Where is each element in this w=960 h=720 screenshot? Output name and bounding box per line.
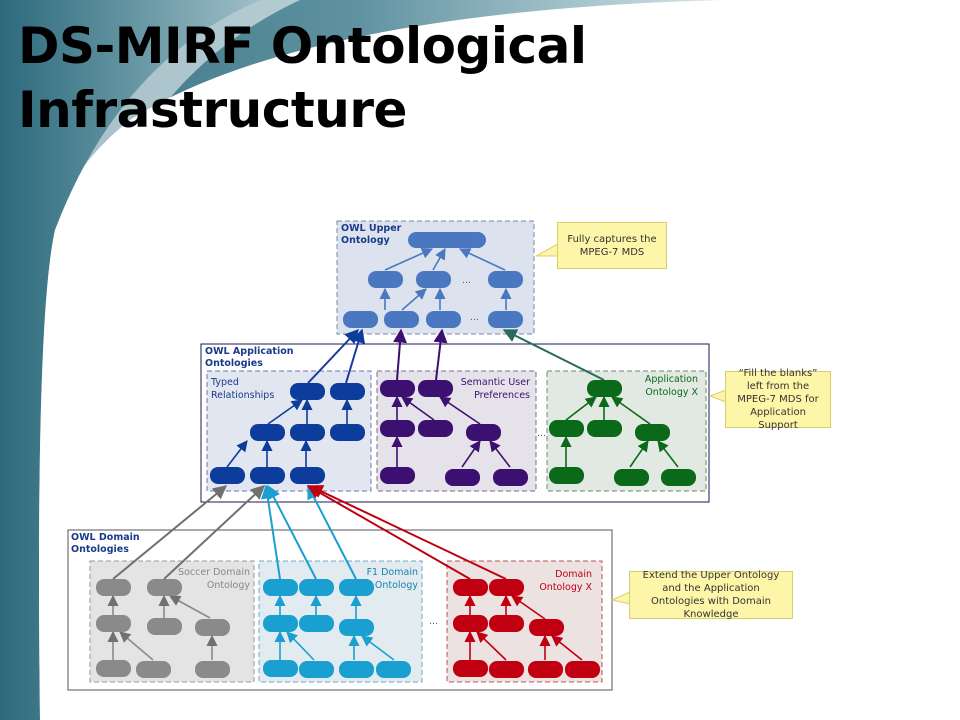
f1-domain-label-line1: F1 Domain bbox=[367, 567, 418, 578]
soccer-node bbox=[96, 615, 131, 632]
application-ontology-x-label-line1: Application bbox=[645, 374, 698, 385]
domain-ontology-x-label-line1: Domain bbox=[555, 569, 592, 580]
domx-node bbox=[453, 615, 488, 632]
domx-node bbox=[453, 660, 488, 677]
f1-node bbox=[339, 619, 374, 636]
typed-relationships-label-line2: Relationships bbox=[211, 390, 274, 401]
upper-node bbox=[408, 232, 486, 248]
soccer-node bbox=[195, 619, 230, 636]
callout-upper-pointer bbox=[535, 243, 559, 257]
semantic-preferences-label-line2: Preferences bbox=[474, 390, 530, 401]
typed-node bbox=[330, 383, 365, 400]
typed-node bbox=[290, 424, 325, 441]
domx-node bbox=[489, 661, 524, 678]
upper-node bbox=[343, 311, 378, 328]
application-to-upper-arrows bbox=[307, 328, 605, 384]
appx-node bbox=[549, 420, 584, 437]
f1-node bbox=[376, 661, 411, 678]
f1-node bbox=[263, 615, 298, 632]
domx-node bbox=[489, 615, 524, 632]
upper-ontology-group: OWL Upper Ontology … … bbox=[336, 220, 535, 335]
typed-node bbox=[290, 467, 325, 484]
f1-node bbox=[299, 615, 334, 632]
f1-node bbox=[339, 579, 374, 596]
upper-ontology-label-line1: OWL Upper bbox=[341, 223, 402, 234]
upper-node bbox=[368, 271, 403, 288]
typed-node bbox=[290, 383, 325, 400]
domain-ellipsis: … bbox=[429, 617, 438, 627]
callout-domain: Extend the Upper Ontology and the Applic… bbox=[629, 570, 793, 620]
soccer-node bbox=[147, 618, 182, 635]
f1-node bbox=[339, 661, 374, 678]
semantic-node bbox=[418, 420, 453, 437]
callout-domain-pointer bbox=[610, 591, 631, 605]
domain-ontologies-group: OWL Domain Ontologies Soccer Domain Onto… bbox=[67, 529, 613, 691]
semantic-node bbox=[380, 467, 415, 484]
soccer-node bbox=[136, 661, 171, 678]
appx-node bbox=[635, 424, 670, 441]
upper-ellipsis-1: … bbox=[462, 276, 471, 286]
domain-to-application-arrows bbox=[112, 484, 507, 580]
semantic-node bbox=[380, 420, 415, 437]
upper-ontology-label-line2: Ontology bbox=[341, 235, 390, 246]
upper-node bbox=[384, 311, 419, 328]
appx-node bbox=[549, 467, 584, 484]
semantic-node bbox=[445, 469, 480, 486]
semantic-node bbox=[466, 424, 501, 441]
appx-node bbox=[587, 420, 622, 437]
callout-application-pointer bbox=[708, 389, 727, 403]
soccer-domain-label-line1: Soccer Domain bbox=[178, 567, 250, 578]
appx-node bbox=[614, 469, 649, 486]
f1-node bbox=[299, 579, 334, 596]
slide-title-line1: DS-MIRF Ontological bbox=[18, 17, 587, 75]
domain-ontologies-label-line2: Ontologies bbox=[71, 544, 129, 555]
f1-node bbox=[299, 661, 334, 678]
application-ontology-x-label-line2: Ontology X bbox=[645, 387, 698, 398]
typed-relationships-label-line1: Typed bbox=[210, 377, 239, 388]
domain-ontologies-label-line1: OWL Domain bbox=[71, 532, 140, 543]
domx-node bbox=[453, 579, 488, 596]
appx-node bbox=[587, 380, 622, 397]
callout-application: “Fill the blanks” left from the MPEG-7 M… bbox=[725, 368, 831, 431]
typed-node bbox=[250, 424, 285, 441]
typed-node bbox=[250, 467, 285, 484]
soccer-node bbox=[195, 661, 230, 678]
application-ontologies-group: OWL Application Ontologies Typed Relatio… bbox=[200, 343, 710, 503]
slide-title-line2: Infrastructure bbox=[18, 81, 407, 139]
callout-upper: Fully captures the MPEG-7 MDS bbox=[557, 222, 667, 269]
upper-ellipsis-2: … bbox=[470, 313, 479, 323]
typed-node bbox=[330, 424, 365, 441]
f1-node bbox=[263, 660, 298, 677]
f1-node bbox=[263, 579, 298, 596]
domain-ontology-x-label-line2: Ontology X bbox=[539, 582, 592, 593]
soccer-node bbox=[147, 579, 182, 596]
upper-node bbox=[416, 271, 451, 288]
semantic-node bbox=[380, 380, 415, 397]
typed-node bbox=[210, 467, 245, 484]
domx-node bbox=[528, 661, 563, 678]
f1-domain-label-line2: Ontology bbox=[375, 580, 419, 591]
upper-node bbox=[426, 311, 461, 328]
application-ontologies-label-line2: Ontologies bbox=[205, 358, 263, 369]
application-ontologies-label-line1: OWL Application bbox=[205, 346, 294, 357]
soccer-domain-label-line2: Ontology bbox=[207, 580, 251, 591]
application-ellipsis: … bbox=[537, 429, 546, 439]
semantic-node bbox=[418, 380, 453, 397]
appx-node bbox=[661, 469, 696, 486]
domx-node bbox=[529, 619, 564, 636]
domx-node bbox=[565, 661, 600, 678]
upper-node bbox=[488, 311, 523, 328]
semantic-preferences-label-line1: Semantic User bbox=[461, 377, 530, 388]
domx-node bbox=[489, 579, 524, 596]
upper-node bbox=[488, 271, 523, 288]
soccer-node bbox=[96, 660, 131, 677]
semantic-node bbox=[493, 469, 528, 486]
slide-title: DS-MIRF Ontological Infrastructure bbox=[18, 14, 587, 142]
soccer-node bbox=[96, 579, 131, 596]
